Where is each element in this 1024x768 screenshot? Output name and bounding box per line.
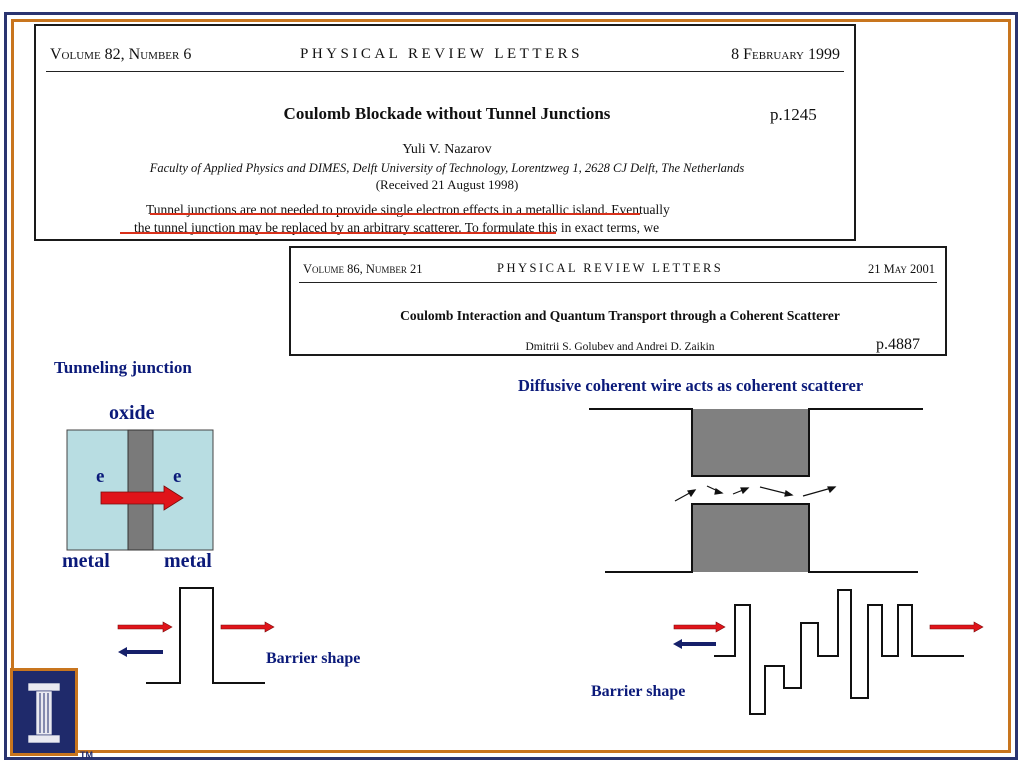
- metal-label-right: metal: [164, 550, 212, 572]
- lower-wire-edge: [605, 503, 918, 573]
- reflected-arrow: [118, 647, 163, 657]
- electron-label-left: e: [96, 466, 105, 487]
- paper1-date: 8 February 1999: [731, 46, 840, 63]
- illinois-i-icon: [27, 682, 61, 744]
- left-barrier-label: Barrier shape: [266, 650, 361, 667]
- paper2-journal: PHYSICAL REVIEW LETTERS: [497, 261, 724, 275]
- paper1-received: (Received 21 August 1998): [375, 177, 519, 192]
- transmitted-arrow: [220, 621, 275, 633]
- paper2-title: Coulomb Interaction and Quantum Transpor…: [400, 308, 840, 323]
- highlight-underline-1: [150, 213, 640, 215]
- right-heading: Diffusive coherent wire acts as coherent…: [518, 376, 864, 395]
- trademark-label: TM: [80, 750, 93, 760]
- reflected-arrow-right-diagram: [673, 639, 716, 649]
- barrier-profile: [146, 587, 265, 684]
- paper2-header-rule: [299, 282, 937, 283]
- paper1-header-rule: [46, 71, 844, 72]
- upper-lead-block: [692, 409, 809, 476]
- junction-diagram: [66, 429, 214, 551]
- metal-label-left: metal: [62, 550, 110, 572]
- paper2-page-ref: p.4887: [876, 336, 920, 353]
- paper2-authors: Dmitrii S. Golubev and Andrei D. Zaikin: [525, 341, 715, 353]
- paper1-abstract-line-1: Tunnel junctions are not needed to provi…: [146, 202, 670, 217]
- oxide-label: oxide: [109, 402, 155, 424]
- paper-clipping-1: Volume 82, Number 6 PHYSICAL REVIEW LETT…: [34, 24, 856, 241]
- wire-diagram: [589, 408, 923, 573]
- paper-clipping-2: Volume 86, Number 21 PHYSICAL REVIEW LET…: [289, 246, 947, 356]
- paper1-title: Coulomb Blockade without Tunnel Junction…: [283, 104, 611, 123]
- paper1-author: Yuli V. Nazarov: [402, 142, 492, 157]
- paper1-volume: Volume 82, Number 6: [50, 46, 192, 63]
- paper1-journal: PHYSICAL REVIEW LETTERS: [300, 46, 583, 62]
- incident-arrow: [117, 621, 173, 633]
- lower-lead-block: [692, 504, 809, 572]
- electron-label-right: e: [173, 466, 182, 487]
- right-barrier-label: Barrier shape: [591, 683, 686, 700]
- tunneling-arrow: [100, 485, 184, 511]
- right-barrier-shape: [673, 589, 984, 715]
- slide-inner-frame: [11, 19, 1011, 753]
- transmitted-arrow-right-diagram: [929, 621, 984, 633]
- left-barrier-shape: [117, 587, 275, 684]
- random-barrier-profile: [714, 589, 964, 715]
- paper1-page-ref: p.1245: [770, 105, 817, 124]
- paper1-affiliation: Faculty of Applied Physics and DIMES, De…: [149, 161, 745, 175]
- slide-outer-frame: [4, 12, 1018, 760]
- oxide-layer: [127, 429, 154, 551]
- university-logo: [10, 668, 78, 756]
- left-heading: Tunneling junction: [54, 358, 192, 377]
- paper2-date: 21 May 2001: [867, 262, 935, 276]
- scattering-paths: [674, 485, 837, 502]
- upper-wire-edge: [589, 408, 923, 477]
- incident-arrow-right-diagram: [673, 621, 726, 633]
- highlight-underline-2: [120, 232, 556, 234]
- paper2-volume: Volume 86, Number 21: [303, 262, 423, 276]
- paper1-abstract-line-2: the tunnel junction may be replaced by a…: [134, 220, 660, 235]
